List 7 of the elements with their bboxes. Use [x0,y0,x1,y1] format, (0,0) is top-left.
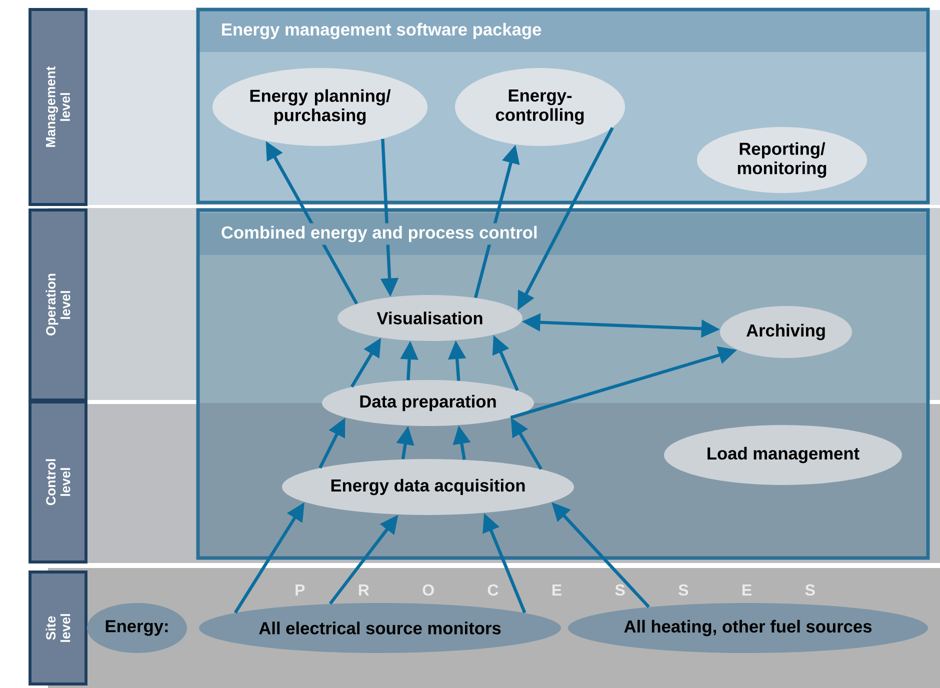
panel-heading: Combined energy and process control [218,223,540,245]
level-tag: Site level [28,570,88,686]
level-tag: Operation level [28,208,88,402]
panel-heading: Energy management software package [218,20,544,42]
level-tag: Control level [28,400,88,564]
level-tag: Management level [28,8,88,206]
spaced-caption: P R O C E S S E S [296,584,815,596]
